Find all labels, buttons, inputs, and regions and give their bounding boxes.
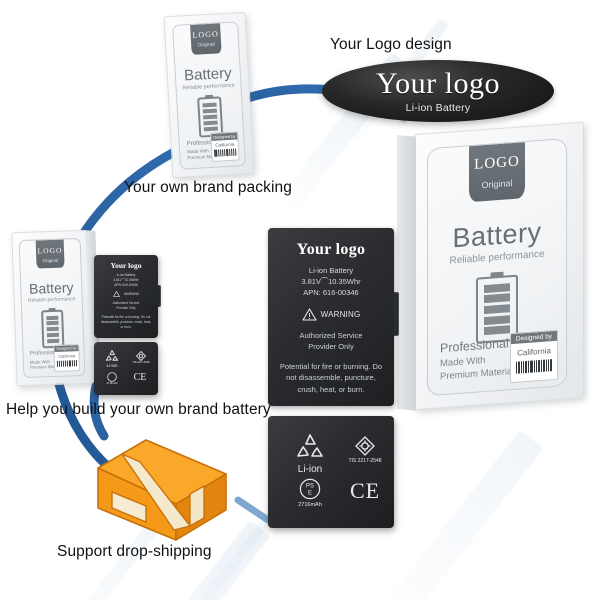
pack-logo-text: LOGO xyxy=(192,29,219,40)
tis-mark-icon: TIS 2217-2548 xyxy=(340,436,390,464)
cell-rating: 3.81V⏜10.35Whr xyxy=(113,277,139,282)
pack-title: Battery xyxy=(28,279,74,297)
certification-marks: Li-ion TIS 2217-2548 PS E xyxy=(268,416,394,528)
pack-front-face: LOGO Original Battery Reliable performan… xyxy=(172,21,247,170)
caption-logo-design: Your Logo design xyxy=(330,36,452,53)
battery-level-icon xyxy=(41,307,65,349)
barcode-icon xyxy=(55,359,79,367)
retail-pack-left: LOGO Original Battery Reliable performan… xyxy=(11,229,101,387)
cell-brand: Your logo xyxy=(110,261,142,270)
cell-chemistry: Li-ion Battery xyxy=(308,266,354,275)
warning-row: WARNING xyxy=(94,291,158,298)
carton-accent-line xyxy=(234,496,272,524)
pse-mark-icon: 2716mAh xyxy=(100,372,124,385)
pack-front-face: LOGO Original Battery Reliable performan… xyxy=(18,237,86,379)
cell-service-line2: Provider Only xyxy=(116,306,136,311)
cell-service-line2: Provider Only xyxy=(308,341,354,351)
logo-badge-title: Your logo xyxy=(376,66,500,100)
designed-by-label: Designed by California xyxy=(510,329,558,384)
shipping-carton-icon xyxy=(97,439,227,541)
logo-badge: Your logo Li-ion Battery xyxy=(322,60,554,122)
pack-logo-text: LOGO xyxy=(37,245,63,255)
capacity-label: 2716mAh xyxy=(106,382,118,385)
svg-text:E: E xyxy=(308,490,312,496)
cell-upper-face: Your logo Li-ion Battery 3.81V⏜10.35Whr … xyxy=(268,228,394,406)
cell-rating: 3.81V⏜10.35Whr xyxy=(301,276,361,286)
battery-icon-body xyxy=(41,309,65,349)
pack-original-text: Original xyxy=(42,257,59,263)
certification-marks: Li-ion TIS 2217-2548 2716mAh CE xyxy=(94,342,158,395)
recycle-icon: Li-ion xyxy=(98,349,126,368)
pack-title: Battery xyxy=(183,64,233,85)
carton-shipping-label xyxy=(111,491,147,523)
ce-mark-icon: CE xyxy=(133,372,147,383)
cell-hazard-text: Potential for fire or burning. Do not di… xyxy=(279,362,383,394)
carton-tape-side xyxy=(189,485,205,527)
recycle-label: Li-ion xyxy=(297,464,323,475)
pack-original-text: Original xyxy=(197,41,215,49)
pack-subtitle: Reliable performance xyxy=(27,296,76,304)
pack-footer-text: Professional Made With Premium Material xyxy=(440,334,514,384)
retail-pack-large: LOGO Original Battery Reliable performan… xyxy=(397,121,584,411)
retail-pack-top: LOGO Original Battery Reliable performan… xyxy=(163,11,255,179)
warning-triangle-icon xyxy=(302,308,317,321)
logo-badge-subtitle: Li-ion Battery xyxy=(405,101,471,114)
recycle-icon: Li-ion xyxy=(282,432,338,475)
designed-by-label: Designed by California xyxy=(210,131,240,162)
warning-word: WARNING xyxy=(123,292,140,297)
cell-apn: APN: 616-00346 xyxy=(114,282,138,287)
warning-row: WARNING xyxy=(268,308,394,321)
cell-service-line1: Authorized Service xyxy=(112,301,140,306)
battery-level-icon xyxy=(197,94,224,138)
battery-cell-small: Your logo Li-ion Battery 3.81V⏜10.35Whr … xyxy=(94,255,161,395)
pse-mark-icon: PS E 2716mAh xyxy=(286,478,334,508)
battery-icon-body xyxy=(197,96,224,138)
tis-label: TIS 2217-2548 xyxy=(348,458,382,464)
warning-triangle-icon xyxy=(113,291,120,298)
pack-side-panel xyxy=(397,134,416,411)
pack-logo-text: LOGO xyxy=(474,153,520,173)
cell-lower-face: Li-ion TIS 2217-2548 PS E xyxy=(268,416,394,528)
capacity-label: 2716mAh xyxy=(298,502,322,508)
cell-chemistry: Li-ion Battery xyxy=(116,273,136,277)
barcode-icon xyxy=(511,358,557,374)
cell-upper-face: Your logo Li-ion Battery 3.81V⏜10.35Whr … xyxy=(94,255,158,338)
pack-logo-tab: LOGO Original xyxy=(190,23,222,55)
ce-mark-icon: CE xyxy=(349,478,381,503)
caption-brand-packing: Your own brand packing xyxy=(124,179,292,196)
cell-lower-face: Li-ion TIS 2217-2548 2716mAh CE xyxy=(94,342,158,395)
caption-build-brand: Help you build your own brand battery xyxy=(6,401,271,418)
caption-drop-shipping: Support drop-shipping xyxy=(57,543,212,560)
cell-hazard-text: Potential for fire or burning. Do not di… xyxy=(100,315,152,330)
barcode-icon xyxy=(212,147,238,157)
svg-text:PS: PS xyxy=(306,484,314,490)
pack-logo-tab: LOGO Original xyxy=(469,142,525,203)
pack-foot-title: Professional xyxy=(440,335,509,355)
cell-service-line1: Authorized Service xyxy=(299,330,363,340)
tis-mark-icon: TIS 2217-2548 xyxy=(128,351,154,364)
pack-original-text: Original xyxy=(481,178,513,191)
warning-word: WARNING xyxy=(320,309,361,319)
tis-label: TIS 2217-2548 xyxy=(132,361,150,364)
designed-by-label: Designed by California xyxy=(53,344,81,372)
pack-foot-line1: Made With xyxy=(440,355,486,370)
battery-cell-large: Your logo Li-ion Battery 3.81V⏜10.35Whr … xyxy=(268,228,399,528)
cell-apn: APN: 616-00346 xyxy=(303,287,359,297)
cell-brand: Your logo xyxy=(296,241,366,258)
pack-logo-tab: LOGO Original xyxy=(35,239,65,269)
pack-front-face: LOGO Original Battery Reliable performan… xyxy=(427,138,567,397)
recycle-label: Li-ion xyxy=(106,363,118,368)
